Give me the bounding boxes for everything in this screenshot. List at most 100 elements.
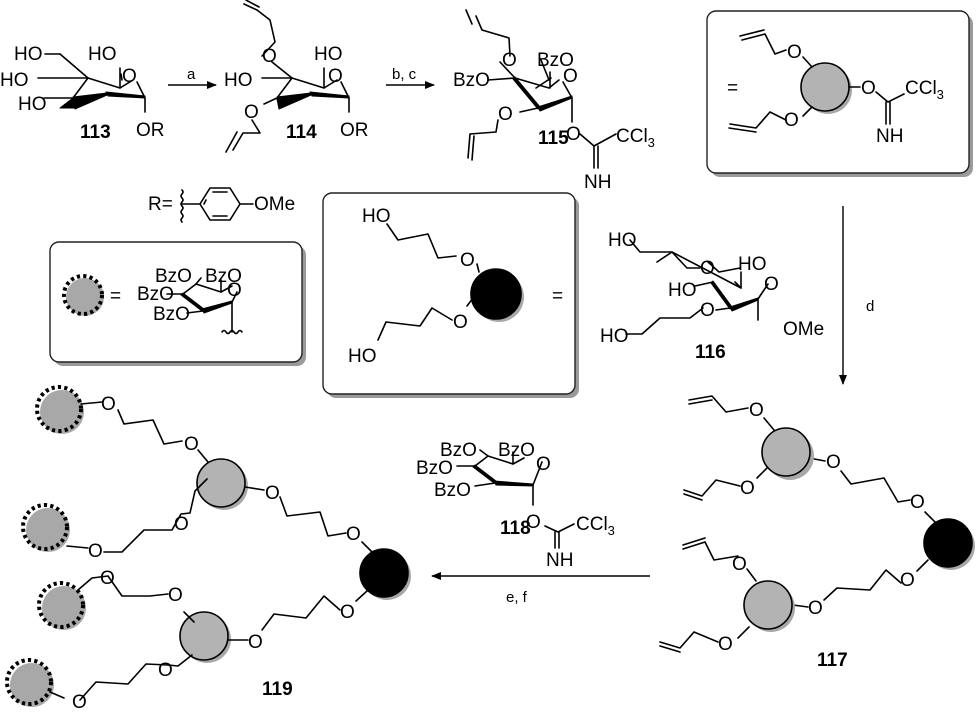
atom-ring-o: O — [536, 454, 551, 475]
compound-118: BzO BzO BzO BzO O O CCl3 NH 118 — [416, 440, 615, 571]
atom-ho: HO — [88, 44, 117, 65]
compound-label-116: 116 — [695, 342, 726, 363]
atom-ome: OMe — [254, 194, 295, 215]
atom-o: O — [262, 46, 277, 67]
equals-sign: = — [727, 78, 738, 99]
condition-a: a — [187, 66, 196, 83]
compound-114: O HO O HO O OR 114 — [224, 0, 369, 153]
atom-o: O — [453, 312, 468, 333]
atom-ho: HO — [18, 94, 47, 115]
atom-bzo: BzO — [453, 70, 490, 91]
atom-o: O — [732, 554, 747, 575]
compound-115: O BzO O BzO O O CCl3 NH 115 — [453, 9, 655, 193]
dotted-mannose-node-icon — [5, 658, 53, 706]
gray-node-icon — [761, 427, 811, 477]
atom-ho: HO — [600, 326, 629, 347]
atom-ho: HO — [14, 44, 43, 65]
compound-label-113: 113 — [80, 122, 111, 143]
dotted-mannose-node-icon — [35, 385, 83, 433]
atom-ring-o: O — [227, 280, 242, 301]
compound-113: HO HO HO HO O OR 113 — [0, 44, 165, 143]
wavy-bond-icon — [180, 189, 184, 223]
atom-o: O — [460, 250, 475, 271]
atom-ccl3: CCl3 — [616, 126, 655, 150]
atom-or: OR — [136, 120, 165, 141]
atom-o: O — [184, 434, 199, 455]
atom-ho: HO — [738, 254, 767, 275]
atom-o: O — [100, 568, 115, 589]
atom-ho: HO — [224, 70, 253, 91]
atom-ho: HO — [314, 44, 343, 65]
atom-o: O — [244, 102, 259, 123]
atom-o: O — [346, 524, 361, 545]
atom-nh: NH — [584, 172, 611, 193]
dotted-mannose-node-icon — [62, 274, 104, 316]
condition-bc: b, c — [392, 66, 417, 83]
atom-o: O — [740, 478, 755, 499]
atom-nh: NH — [876, 126, 903, 147]
black-core-node-icon — [923, 518, 973, 568]
compound-117: O O O O O O O O 117 — [659, 395, 975, 671]
atom-ring-o: O — [328, 66, 343, 87]
atom-bzo: BzO — [434, 480, 471, 501]
atom-bzo: BzO — [153, 304, 190, 325]
legend-box-black-core: = HO HO O O — [322, 192, 579, 398]
atom-o: O — [700, 300, 715, 321]
atom-bzo: BzO — [155, 266, 192, 287]
equals-sign: = — [552, 286, 563, 307]
atom-bzo: BzO — [137, 284, 174, 305]
atom-o: O — [101, 394, 116, 415]
atom-o: O — [498, 104, 513, 125]
gray-node-icon — [196, 458, 246, 508]
atom-bzo: BzO — [537, 50, 574, 71]
r-group-definition: R= OMe — [148, 187, 295, 223]
gray-node-icon — [179, 611, 229, 661]
atom-bzo: BzO — [440, 440, 477, 461]
atom-bzo: BzO — [498, 440, 535, 461]
atom-o: O — [784, 110, 799, 131]
gray-node-icon — [743, 580, 793, 630]
atom-ho: HO — [668, 280, 697, 301]
atom-ring-o: O — [764, 274, 779, 295]
dotted-mannose-node-icon — [37, 581, 85, 629]
atom-o: O — [718, 634, 733, 655]
compound-label-115: 115 — [538, 128, 569, 149]
atom-ccl3: CCl3 — [905, 78, 944, 102]
atom-o: O — [910, 492, 925, 513]
atom-ccl3: CCl3 — [576, 514, 615, 538]
atom-o: O — [248, 632, 263, 653]
atom-o: O — [700, 258, 715, 279]
wavy-bond-icon — [221, 329, 243, 335]
compound-label-117: 117 — [817, 650, 848, 671]
compound-label-114: 114 — [286, 122, 317, 143]
atom-ring-o: O — [563, 66, 578, 87]
atom-o: O — [826, 452, 841, 473]
atom-ho: HO — [608, 230, 637, 251]
atom-ho: HO — [362, 206, 391, 227]
compound-label-119: 119 — [262, 679, 293, 700]
atom-nh: NH — [546, 550, 573, 571]
atom-ho: HO — [348, 346, 377, 367]
atom-ome: OMe — [783, 319, 824, 340]
atom-o: O — [787, 42, 802, 63]
atom-o: O — [861, 78, 876, 99]
atom-o: O — [168, 585, 183, 606]
atom-o: O — [526, 512, 541, 533]
equals-sign: = — [110, 286, 121, 307]
compound-label-118: 118 — [500, 518, 531, 539]
atom-o: O — [749, 400, 764, 421]
atom-ring-o: O — [122, 66, 137, 87]
compound-116: HO HO HO HO O O O OMe 116 — [600, 230, 824, 363]
atom-o: O — [158, 660, 173, 681]
legend-box-dotted-mannose: = BzO BzO BzO BzO O — [49, 241, 306, 366]
atom-o: O — [808, 598, 823, 619]
atom-o: O — [900, 570, 915, 591]
legend-box-gray-donor: = O O O CCl3 NH — [706, 10, 973, 177]
atom-o: O — [72, 692, 87, 713]
atom-o: O — [88, 541, 103, 562]
atom-o: O — [174, 514, 189, 535]
dotted-mannose-node-icon — [21, 503, 69, 551]
black-core-node-icon — [359, 548, 409, 598]
atom-bzo: BzO — [205, 266, 242, 287]
